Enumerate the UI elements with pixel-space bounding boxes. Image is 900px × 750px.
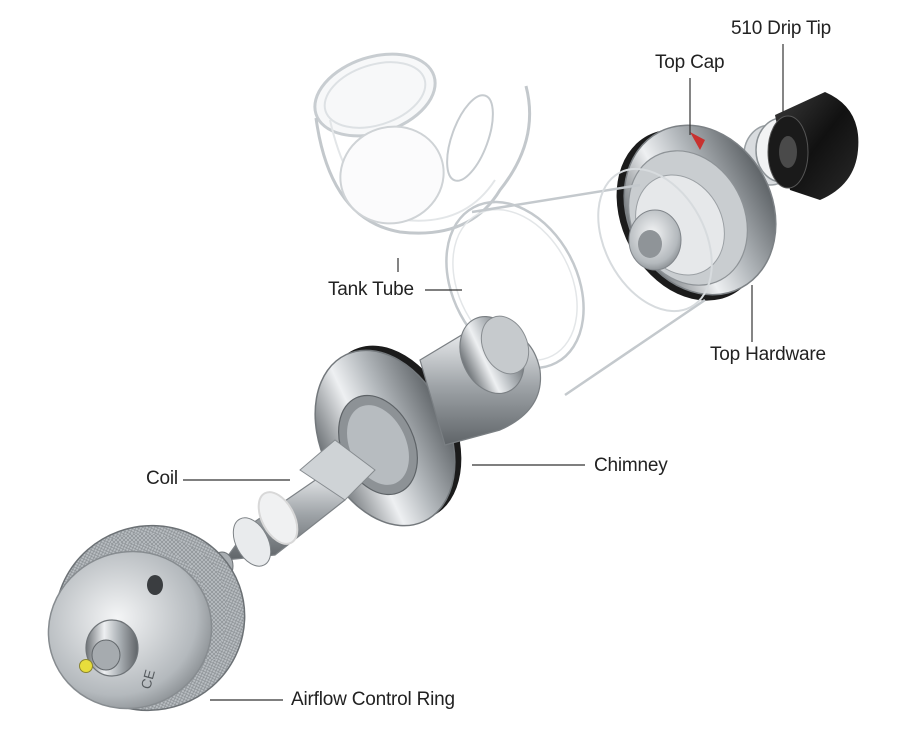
label-top-hardware: Top Hardware bbox=[710, 344, 826, 365]
leader-lines bbox=[183, 44, 784, 701]
top-cap-red-marker bbox=[690, 132, 705, 150]
label-drip-tip: 510 Drip Tip bbox=[731, 18, 832, 39]
ce-mark: CE bbox=[137, 668, 157, 691]
airflow-ring-part: CE bbox=[47, 524, 246, 712]
straight-tank-tube-part bbox=[445, 167, 713, 397]
label-top-cap: Top Cap bbox=[655, 52, 725, 73]
label-airflow-control-ring: Airflow Control Ring bbox=[291, 689, 455, 710]
bulb-tank-tube-part bbox=[313, 52, 532, 235]
label-chimney: Chimney bbox=[594, 455, 668, 476]
label-coil: Coil bbox=[146, 468, 178, 489]
coil-part bbox=[210, 439, 376, 581]
label-tank-tube: Tank Tube bbox=[328, 279, 414, 300]
